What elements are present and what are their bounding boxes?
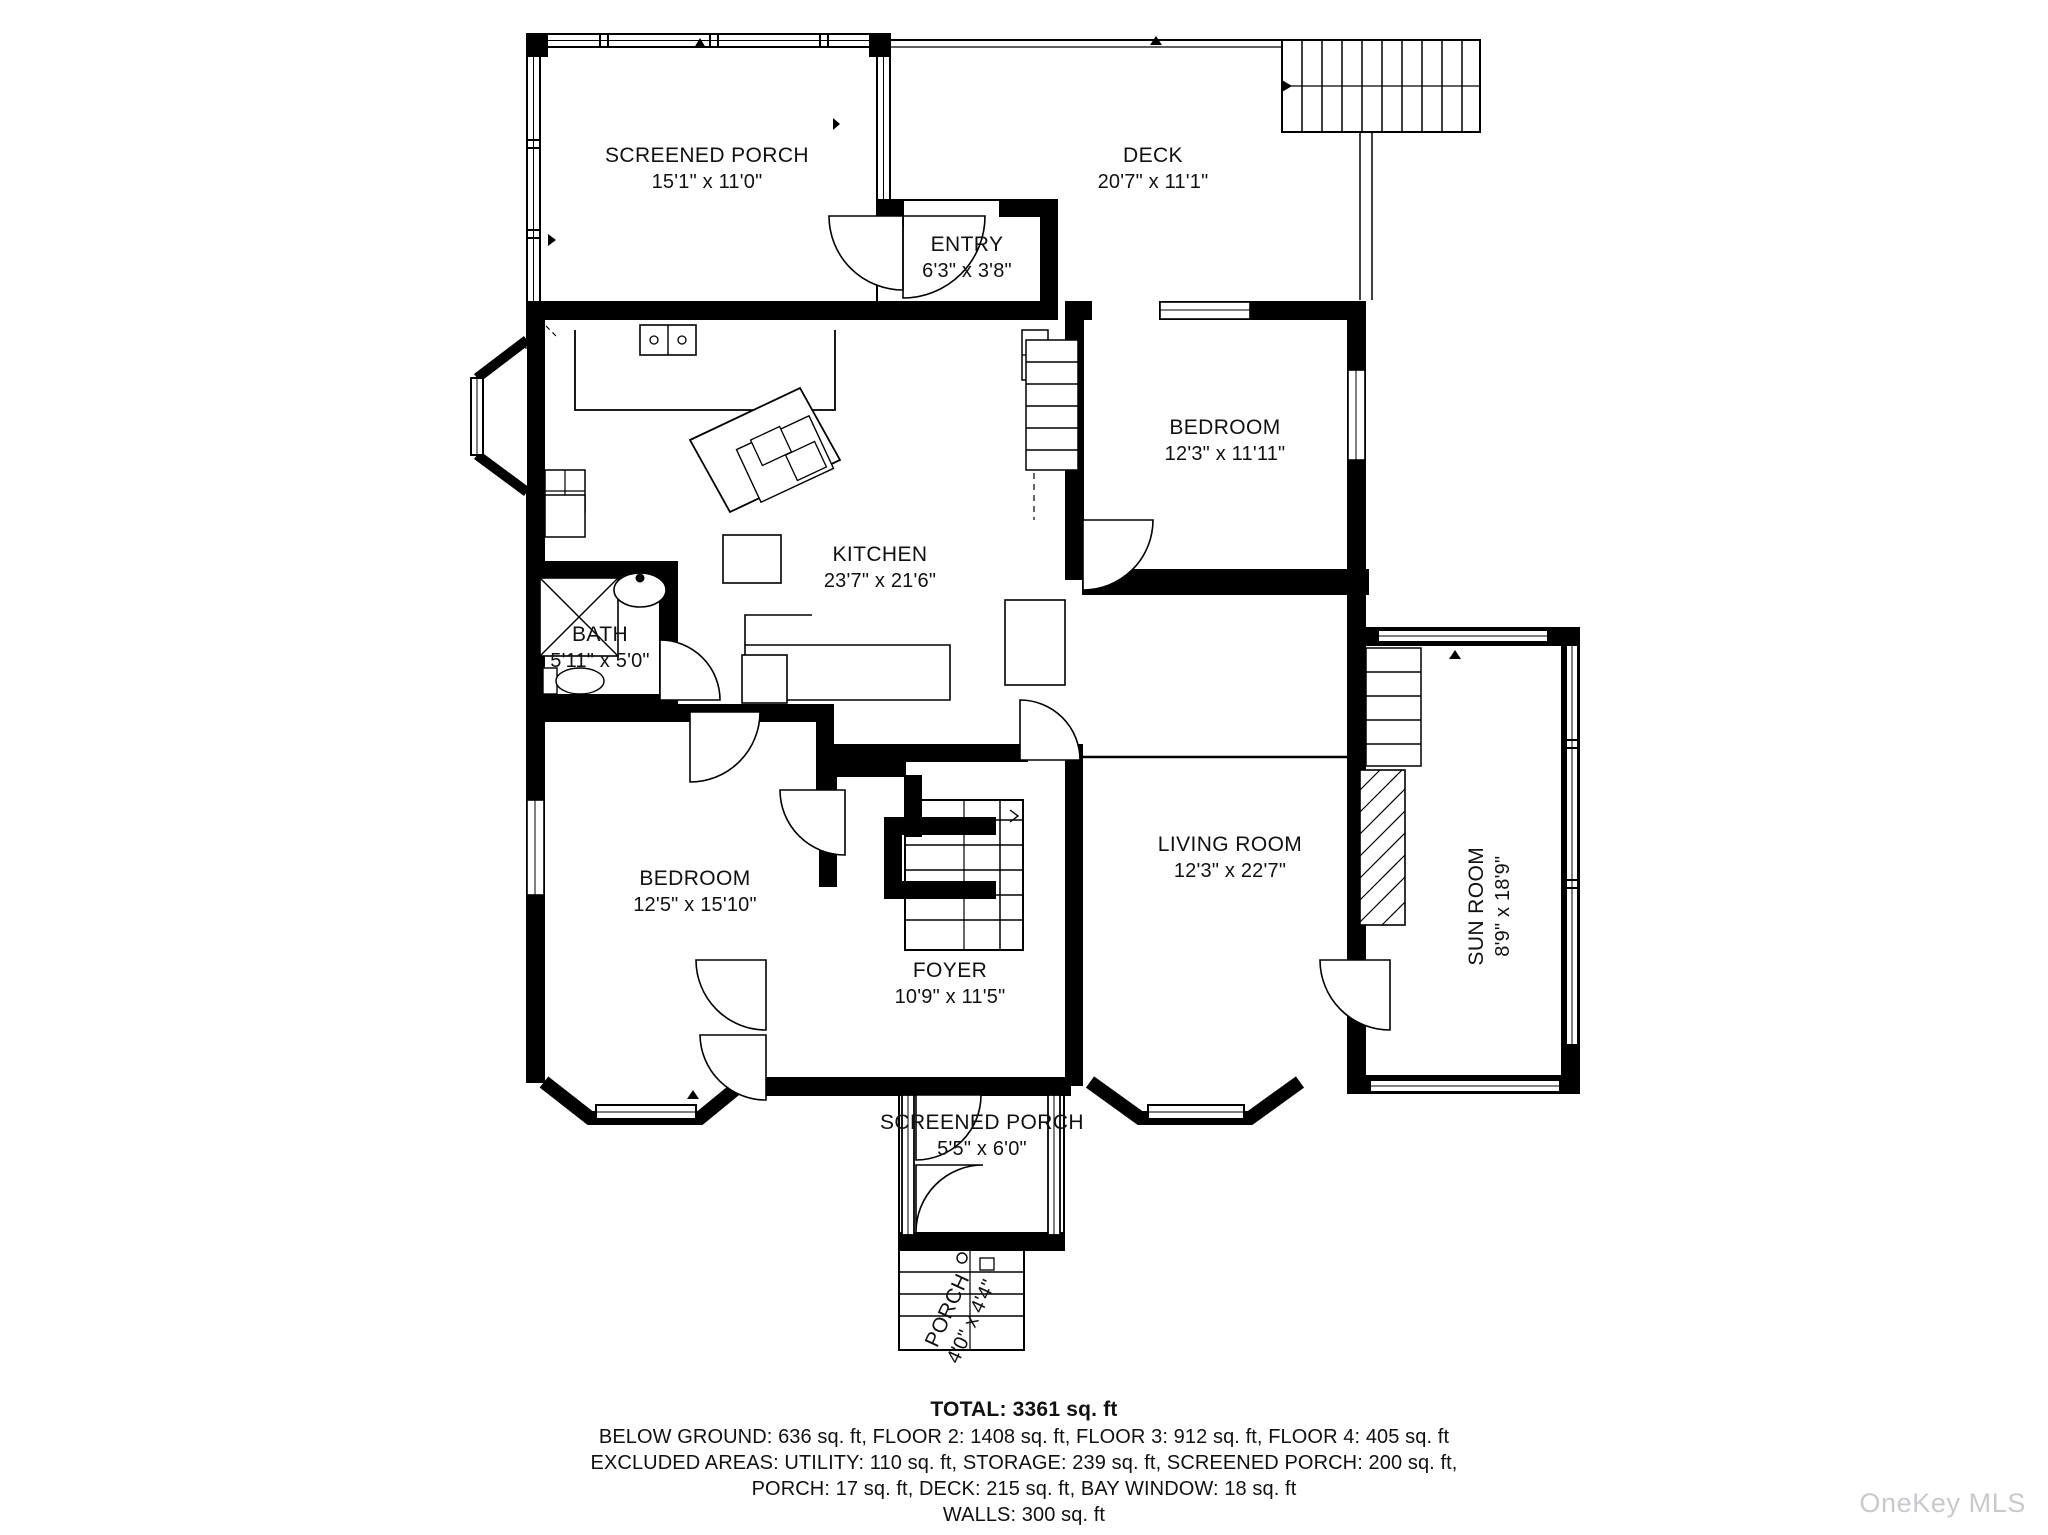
room-name: FOYER — [912, 959, 988, 982]
room-dimensions: 12'3" x 22'7" — [1173, 859, 1287, 882]
room-label-living-room: LIVING ROOM 12'3" x 22'7" — [1090, 832, 1370, 884]
room-name: SCREENED PORCH — [880, 1111, 1084, 1134]
room-label-entry: ENTRY 6'3" x 3'8" — [872, 232, 1062, 284]
room-dimensions: 23'7" x 21'6" — [823, 569, 937, 592]
room-label-sun-room: SUN ROOM 8'9" x 18'9" — [1464, 786, 1516, 1026]
room-dimensions: 10'9" x 11'5" — [894, 985, 1006, 1008]
room-name: SUN ROOM — [1464, 846, 1488, 966]
room-name: DECK — [1123, 144, 1183, 167]
room-name: BEDROOM — [639, 867, 751, 890]
room-name: BATH — [571, 623, 629, 646]
room-dimensions: 5'11" x 5'0" — [550, 649, 650, 672]
room-dimensions: 12'3" x 11'11" — [1164, 442, 1286, 465]
floor-breakdown: BELOW GROUND: 636 sq. ft, FLOOR 2: 1408 … — [598, 1426, 1450, 1448]
area-summary: TOTAL: 3361 sq. ft BELOW GROUND: 636 sq.… — [0, 1398, 2048, 1528]
room-label-screened-porch-top: SCREENED PORCH 15'1" x 11'0" — [547, 143, 867, 195]
floor-plan-canvas: SCREENED PORCH 15'1" x 11'0" DECK 20'7" … — [470, 33, 1580, 1367]
room-name: LIVING ROOM — [1157, 833, 1303, 856]
room-name: BEDROOM — [1169, 416, 1281, 439]
room-name: KITCHEN — [832, 543, 928, 566]
total-area: TOTAL: 3361 sq. ft — [930, 1398, 1118, 1421]
excluded-areas-1: EXCLUDED AREAS: UTILITY: 110 sq. ft, STO… — [590, 1452, 1458, 1474]
room-label-foyer: FOYER 10'9" x 11'5" — [830, 958, 1070, 1010]
room-label-bedroom-upper: BEDROOM 12'3" x 11'11" — [1090, 415, 1360, 467]
floor-plan-drawing — [470, 33, 1580, 1351]
room-label-bedroom-lower: BEDROOM 12'5" x 15'10" — [555, 866, 835, 918]
room-dimensions: 12'5" x 15'10" — [633, 893, 757, 916]
room-dimensions: 15'1" x 11'0" — [651, 170, 763, 193]
walls-area: WALLS: 300 sq. ft — [942, 1504, 1106, 1526]
room-dimensions: 8'9" x 18'9" — [1491, 855, 1514, 957]
room-label-deck: DECK 20'7" x 11'1" — [1008, 143, 1298, 195]
room-name: ENTRY — [930, 233, 1004, 256]
excluded-areas-2: PORCH: 17 sq. ft, DECK: 215 sq. ft, BAY … — [751, 1478, 1297, 1500]
room-name: SCREENED PORCH — [605, 144, 809, 167]
onekey-mls-watermark: OneKey MLS — [1859, 1488, 2026, 1518]
room-label-screened-porch-bottom: SCREENED PORCH 5'5" x 6'0" — [812, 1110, 1152, 1162]
room-label-kitchen: KITCHEN 23'7" x 21'6" — [760, 542, 1000, 594]
room-dimensions: 5'5" x 6'0" — [937, 1137, 1027, 1160]
room-dimensions: 20'7" x 11'1" — [1097, 170, 1209, 193]
room-dimensions: 6'3" x 3'8" — [922, 259, 1012, 282]
room-label-bath: BATH 5'11" x 5'0" — [500, 622, 700, 674]
